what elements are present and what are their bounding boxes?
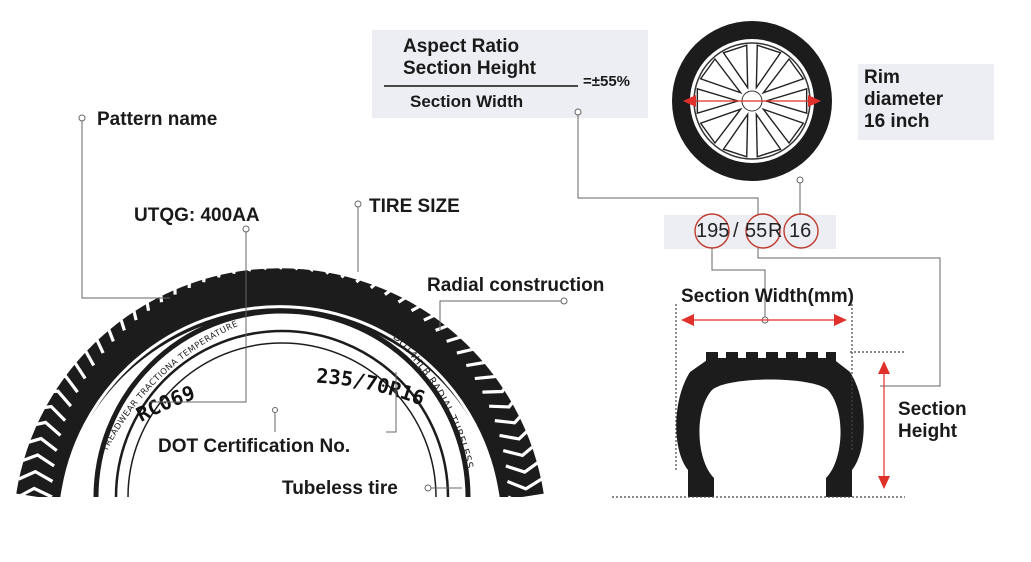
aspect-ratio-panel bbox=[372, 30, 648, 118]
tread-notch bbox=[76, 330, 105, 354]
tread-notch bbox=[499, 425, 534, 441]
tread-notch bbox=[128, 281, 151, 311]
tire-profile-section bbox=[612, 304, 905, 498]
tread-notch bbox=[243, 236, 257, 272]
tread-notch bbox=[340, 244, 357, 279]
tread-notch bbox=[32, 404, 67, 422]
tread-notch bbox=[39, 389, 73, 408]
label-rim-diameter: Rim diameter 16 inch bbox=[864, 67, 944, 132]
label-radial-construction: Radial construction bbox=[427, 275, 605, 296]
sidewall-treadwear-text: TREADWEAR TRACTIONA TEMPERATUREA bbox=[0, 0, 240, 454]
tread-notch bbox=[225, 239, 241, 275]
tread-notch bbox=[260, 234, 274, 271]
tread-notch bbox=[56, 359, 87, 380]
size-code-aspect: 55 bbox=[745, 220, 768, 242]
tread-notch bbox=[23, 436, 58, 452]
tire-sidewall-illustration bbox=[0, 234, 560, 562]
tread-notch bbox=[423, 293, 447, 322]
tread-notch bbox=[383, 264, 403, 296]
label-tire-size: TIRE SIZE bbox=[369, 196, 460, 217]
wheel-spoke bbox=[761, 57, 805, 95]
tread-notch bbox=[506, 477, 543, 491]
wheel-spoke bbox=[761, 107, 805, 145]
wheel-spoke bbox=[755, 112, 782, 158]
tread-notch bbox=[482, 375, 514, 394]
size-code-width: 195 bbox=[696, 220, 730, 242]
tread-pattern bbox=[17, 234, 543, 508]
wheel-spoke bbox=[699, 107, 743, 145]
tread-notch bbox=[466, 345, 496, 368]
tread-notch bbox=[27, 420, 62, 437]
label-tubeless-tire: Tubeless tire bbox=[282, 478, 398, 499]
formula-aspect-ratio: Aspect Ratio bbox=[403, 36, 520, 57]
formula-result: =±55% bbox=[583, 73, 631, 90]
tread-notch bbox=[47, 374, 79, 394]
tread-notch bbox=[397, 273, 418, 304]
label-utqg: UTQG: 400AA bbox=[134, 205, 260, 226]
tread-notch bbox=[489, 391, 522, 409]
tread-notch bbox=[17, 486, 53, 499]
size-code-slash: / bbox=[733, 220, 739, 242]
leader-lines-left bbox=[78, 114, 568, 492]
tread-notch bbox=[456, 331, 485, 355]
wheel-spoke bbox=[755, 44, 782, 90]
tread-notch bbox=[294, 234, 308, 271]
tread-notch bbox=[325, 240, 341, 275]
size-code-construction: R bbox=[768, 220, 783, 242]
tread-notch bbox=[143, 271, 164, 303]
tread-notch bbox=[65, 344, 96, 367]
tread-notch bbox=[474, 360, 506, 381]
tread-notch bbox=[410, 282, 433, 313]
formula-section-width: Section Width bbox=[410, 92, 524, 111]
tread-notch bbox=[502, 442, 538, 458]
tread-notch bbox=[191, 248, 208, 283]
wheel-front-view bbox=[672, 21, 832, 181]
tread-notch bbox=[309, 236, 324, 273]
tread-notch bbox=[174, 255, 192, 288]
label-pattern-name: Pattern name bbox=[97, 109, 218, 130]
wheel-spoke bbox=[699, 57, 743, 95]
tread-notch bbox=[88, 316, 115, 342]
leader-lines-right bbox=[574, 108, 941, 387]
tread-notch bbox=[494, 408, 529, 425]
tread-notch bbox=[100, 304, 126, 331]
tread-notch bbox=[19, 453, 56, 468]
tread-notch bbox=[158, 263, 177, 295]
wheel-spoke bbox=[722, 112, 749, 158]
tread-notch bbox=[369, 256, 388, 290]
tread-notch bbox=[17, 469, 54, 483]
label-section-width: Section Width(mm) bbox=[681, 286, 854, 307]
tread-notch bbox=[505, 460, 541, 474]
tread-notch bbox=[435, 305, 461, 332]
tread-notch bbox=[208, 243, 224, 278]
label-section-height: Section Height bbox=[898, 399, 967, 442]
tread-notch bbox=[446, 317, 473, 343]
label-dot-certification: DOT Certification No. bbox=[158, 436, 351, 457]
rim-diameter-panel bbox=[858, 64, 994, 140]
tread-notch bbox=[114, 292, 138, 321]
tread-notch bbox=[278, 234, 291, 270]
wheel-spoke bbox=[722, 44, 749, 90]
tread-notch bbox=[355, 249, 373, 284]
size-code-rim: 16 bbox=[789, 220, 812, 242]
sidewall-size-text: 235/70R16 bbox=[316, 364, 429, 411]
formula-section-height: Section Height bbox=[403, 58, 537, 79]
